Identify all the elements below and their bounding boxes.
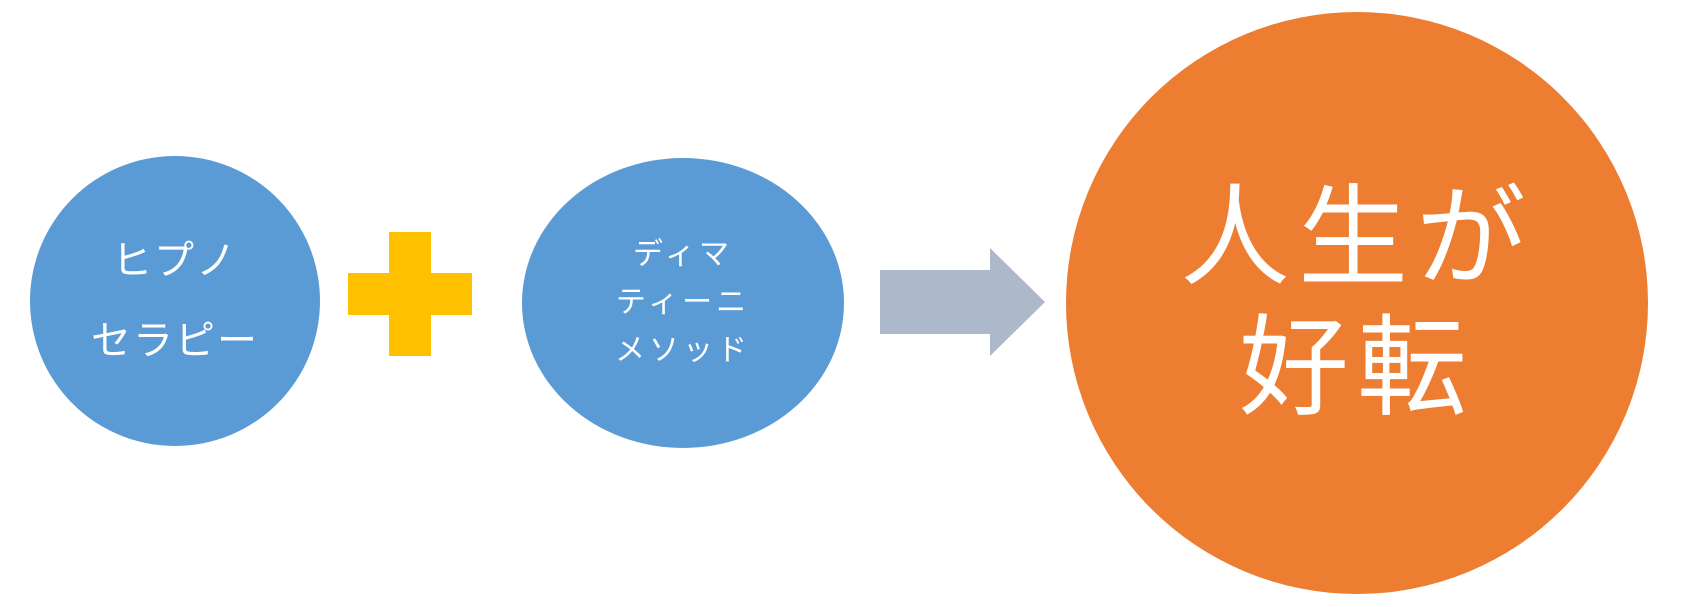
result-label-line-1: 人生が bbox=[1180, 174, 1534, 302]
hypnotherapy-circle: ヒプノ セラピー bbox=[30, 156, 320, 446]
plus-icon bbox=[348, 232, 472, 356]
hypnotherapy-label-line-1: ヒプノ bbox=[112, 238, 238, 284]
result-label-line-2: 好転 bbox=[1239, 304, 1475, 432]
dimatini-label-line-3: メソッド bbox=[615, 333, 751, 368]
hypnotherapy-label-line-2: セラピー bbox=[91, 318, 259, 364]
right-arrow-icon bbox=[880, 248, 1045, 356]
life-improves-circle: 人生が 好転 bbox=[1066, 12, 1648, 594]
plus-horizontal-bar bbox=[348, 273, 472, 315]
arrow-shape bbox=[880, 248, 1045, 356]
dimatini-label-line-2: ティーニ bbox=[615, 285, 751, 320]
dimatini-label-line-1: ディマ bbox=[633, 237, 733, 272]
dimatini-method-circle: ディマ ティーニ メソッド bbox=[522, 158, 844, 448]
